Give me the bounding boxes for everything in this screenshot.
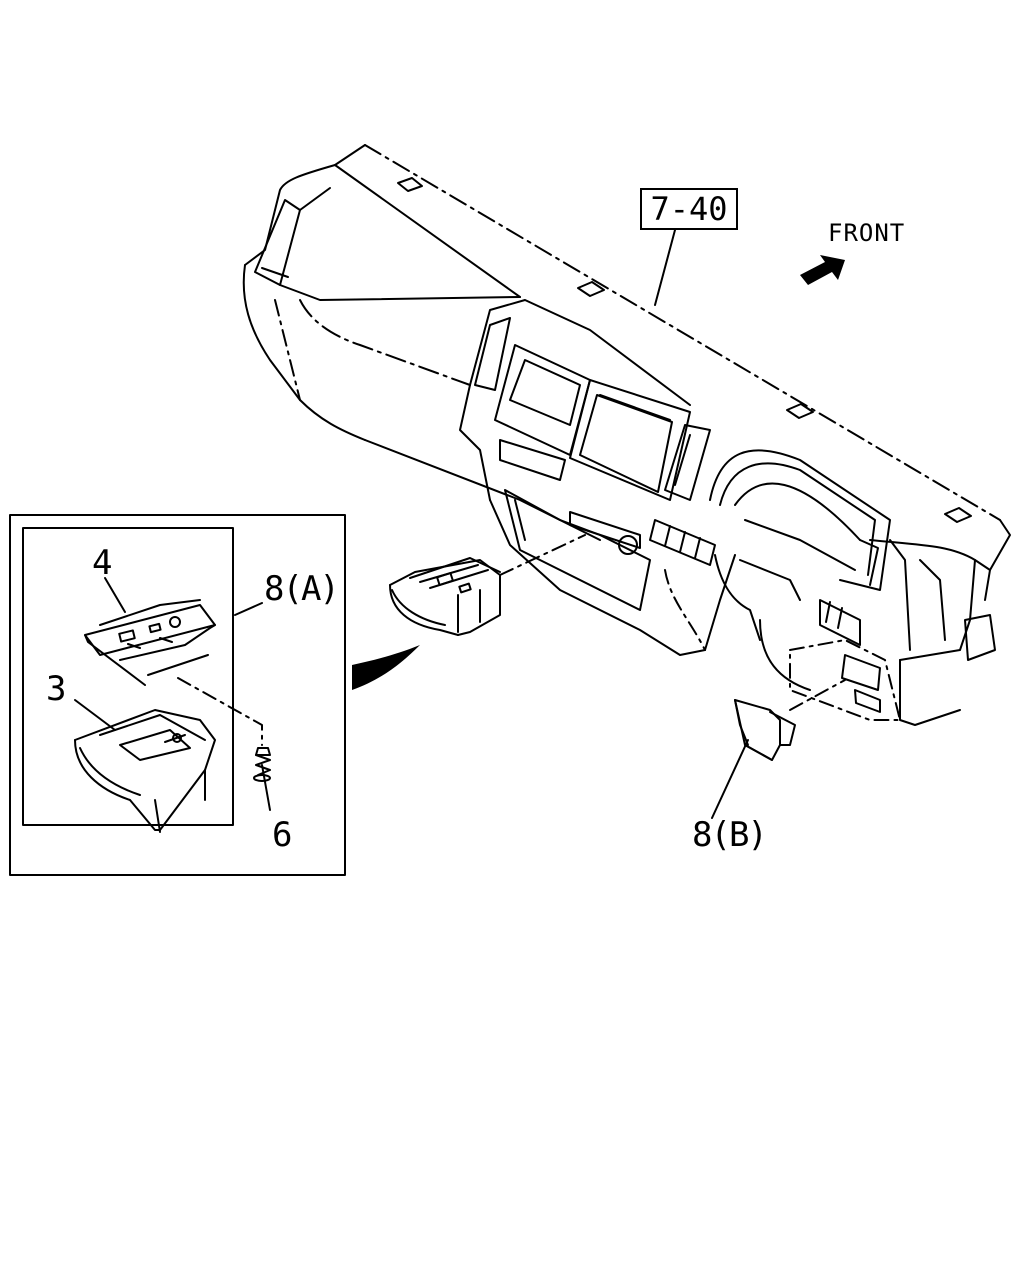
front-direction-label: FRONT [828, 219, 906, 247]
dashboard-panel [242, 144, 1011, 726]
callout-8a: 8(A) [264, 569, 340, 609]
callout-6: 6 [272, 815, 293, 855]
cover-8b [711, 679, 846, 819]
screw-icon [253, 747, 271, 782]
leader-7-40 [654, 229, 676, 306]
arrow-icon [800, 255, 845, 285]
reference-box-7-40: 7-40 [640, 188, 738, 230]
callout-3: 3 [46, 669, 67, 709]
callout-8b: 8(B) [692, 815, 768, 855]
ashtray-assembly-main [389, 534, 586, 636]
leader-8b [711, 739, 749, 819]
detail-inset [9, 514, 346, 876]
inset-pointer [352, 645, 420, 690]
callout-4: 4 [92, 543, 113, 583]
